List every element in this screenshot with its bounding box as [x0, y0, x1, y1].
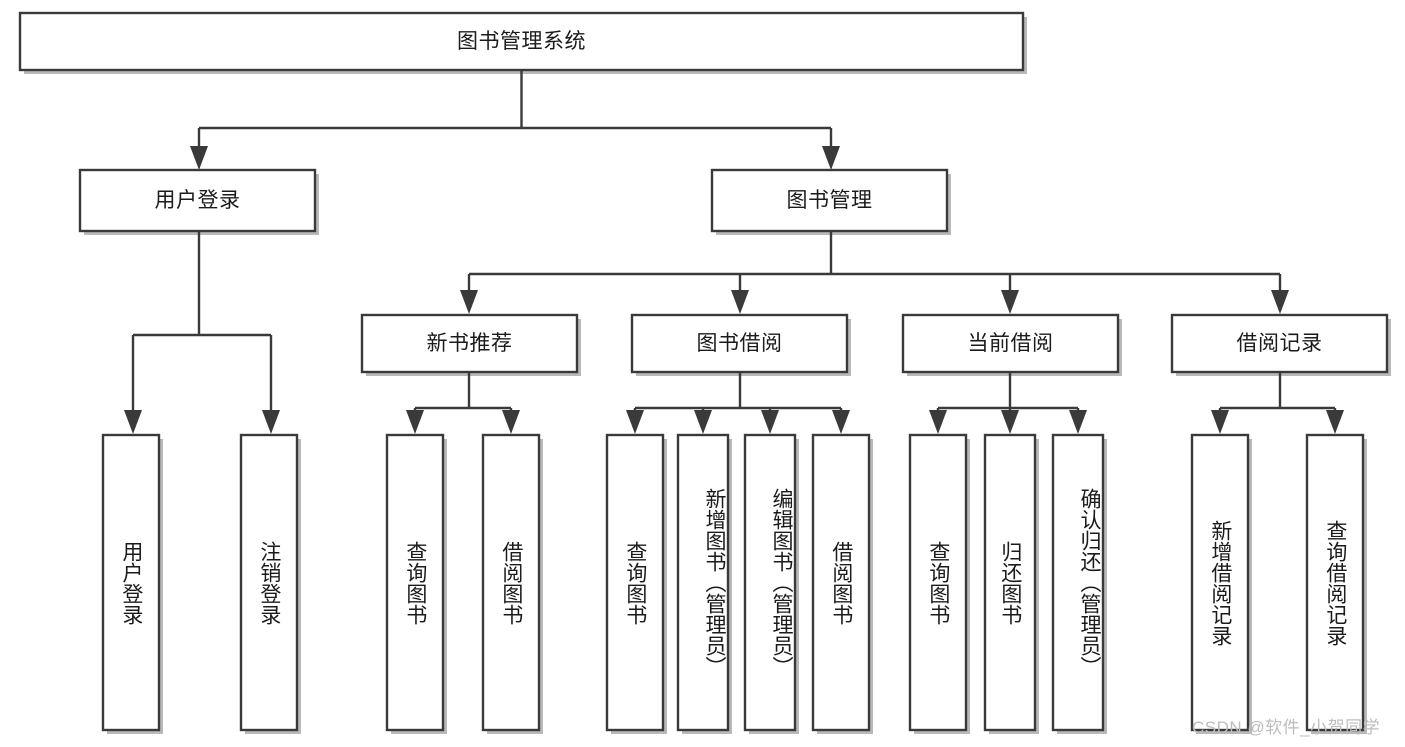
leaf-shape-borrow-record-1[interactable] [1305, 433, 1367, 734]
edge-current-borrow-to-leaves [929, 372, 1087, 434]
node-current-borrow-shape[interactable] [901, 313, 1122, 376]
node-new-book-recommend-shape[interactable] [360, 313, 581, 376]
node-user-login-shape[interactable] [78, 168, 319, 235]
leaf-shape-book-borrow-1[interactable] [676, 433, 732, 734]
edge-book-borrow-to-leaves [626, 372, 850, 434]
node-borrow-record-shape[interactable] [1170, 313, 1391, 376]
node-book-manage-shape[interactable] [710, 168, 951, 235]
edge-root-to-level2 [190, 70, 840, 170]
edge-borrow-record-to-leaves [1211, 372, 1344, 434]
leaf-shape-current-borrow-2[interactable] [1051, 433, 1107, 734]
leaf-shape-current-borrow-0[interactable] [908, 433, 970, 734]
node-book-borrow-shape[interactable] [630, 313, 851, 376]
edge-book-manage-to-level3 [460, 231, 1289, 314]
edge-new-book-recommend-to-leaves [406, 372, 520, 434]
node-root-shape[interactable] [18, 11, 1027, 74]
leaf-shape-new-book-recommend-0[interactable] [385, 433, 447, 734]
leaf-shape-user-login-1[interactable] [239, 433, 301, 734]
edge-user-login-to-leaves [124, 231, 280, 434]
leaf-shape-new-book-recommend-1[interactable] [481, 433, 543, 734]
leaf-shape-borrow-record-0[interactable] [1190, 433, 1252, 734]
leaf-shape-current-borrow-1[interactable] [983, 433, 1039, 734]
leaf-shape-book-borrow-0[interactable] [605, 433, 667, 734]
leaf-shape-book-borrow-3[interactable] [811, 433, 873, 734]
leaf-shape-user-login-0[interactable] [101, 433, 163, 734]
leaf-shape-book-borrow-2[interactable] [743, 433, 799, 734]
